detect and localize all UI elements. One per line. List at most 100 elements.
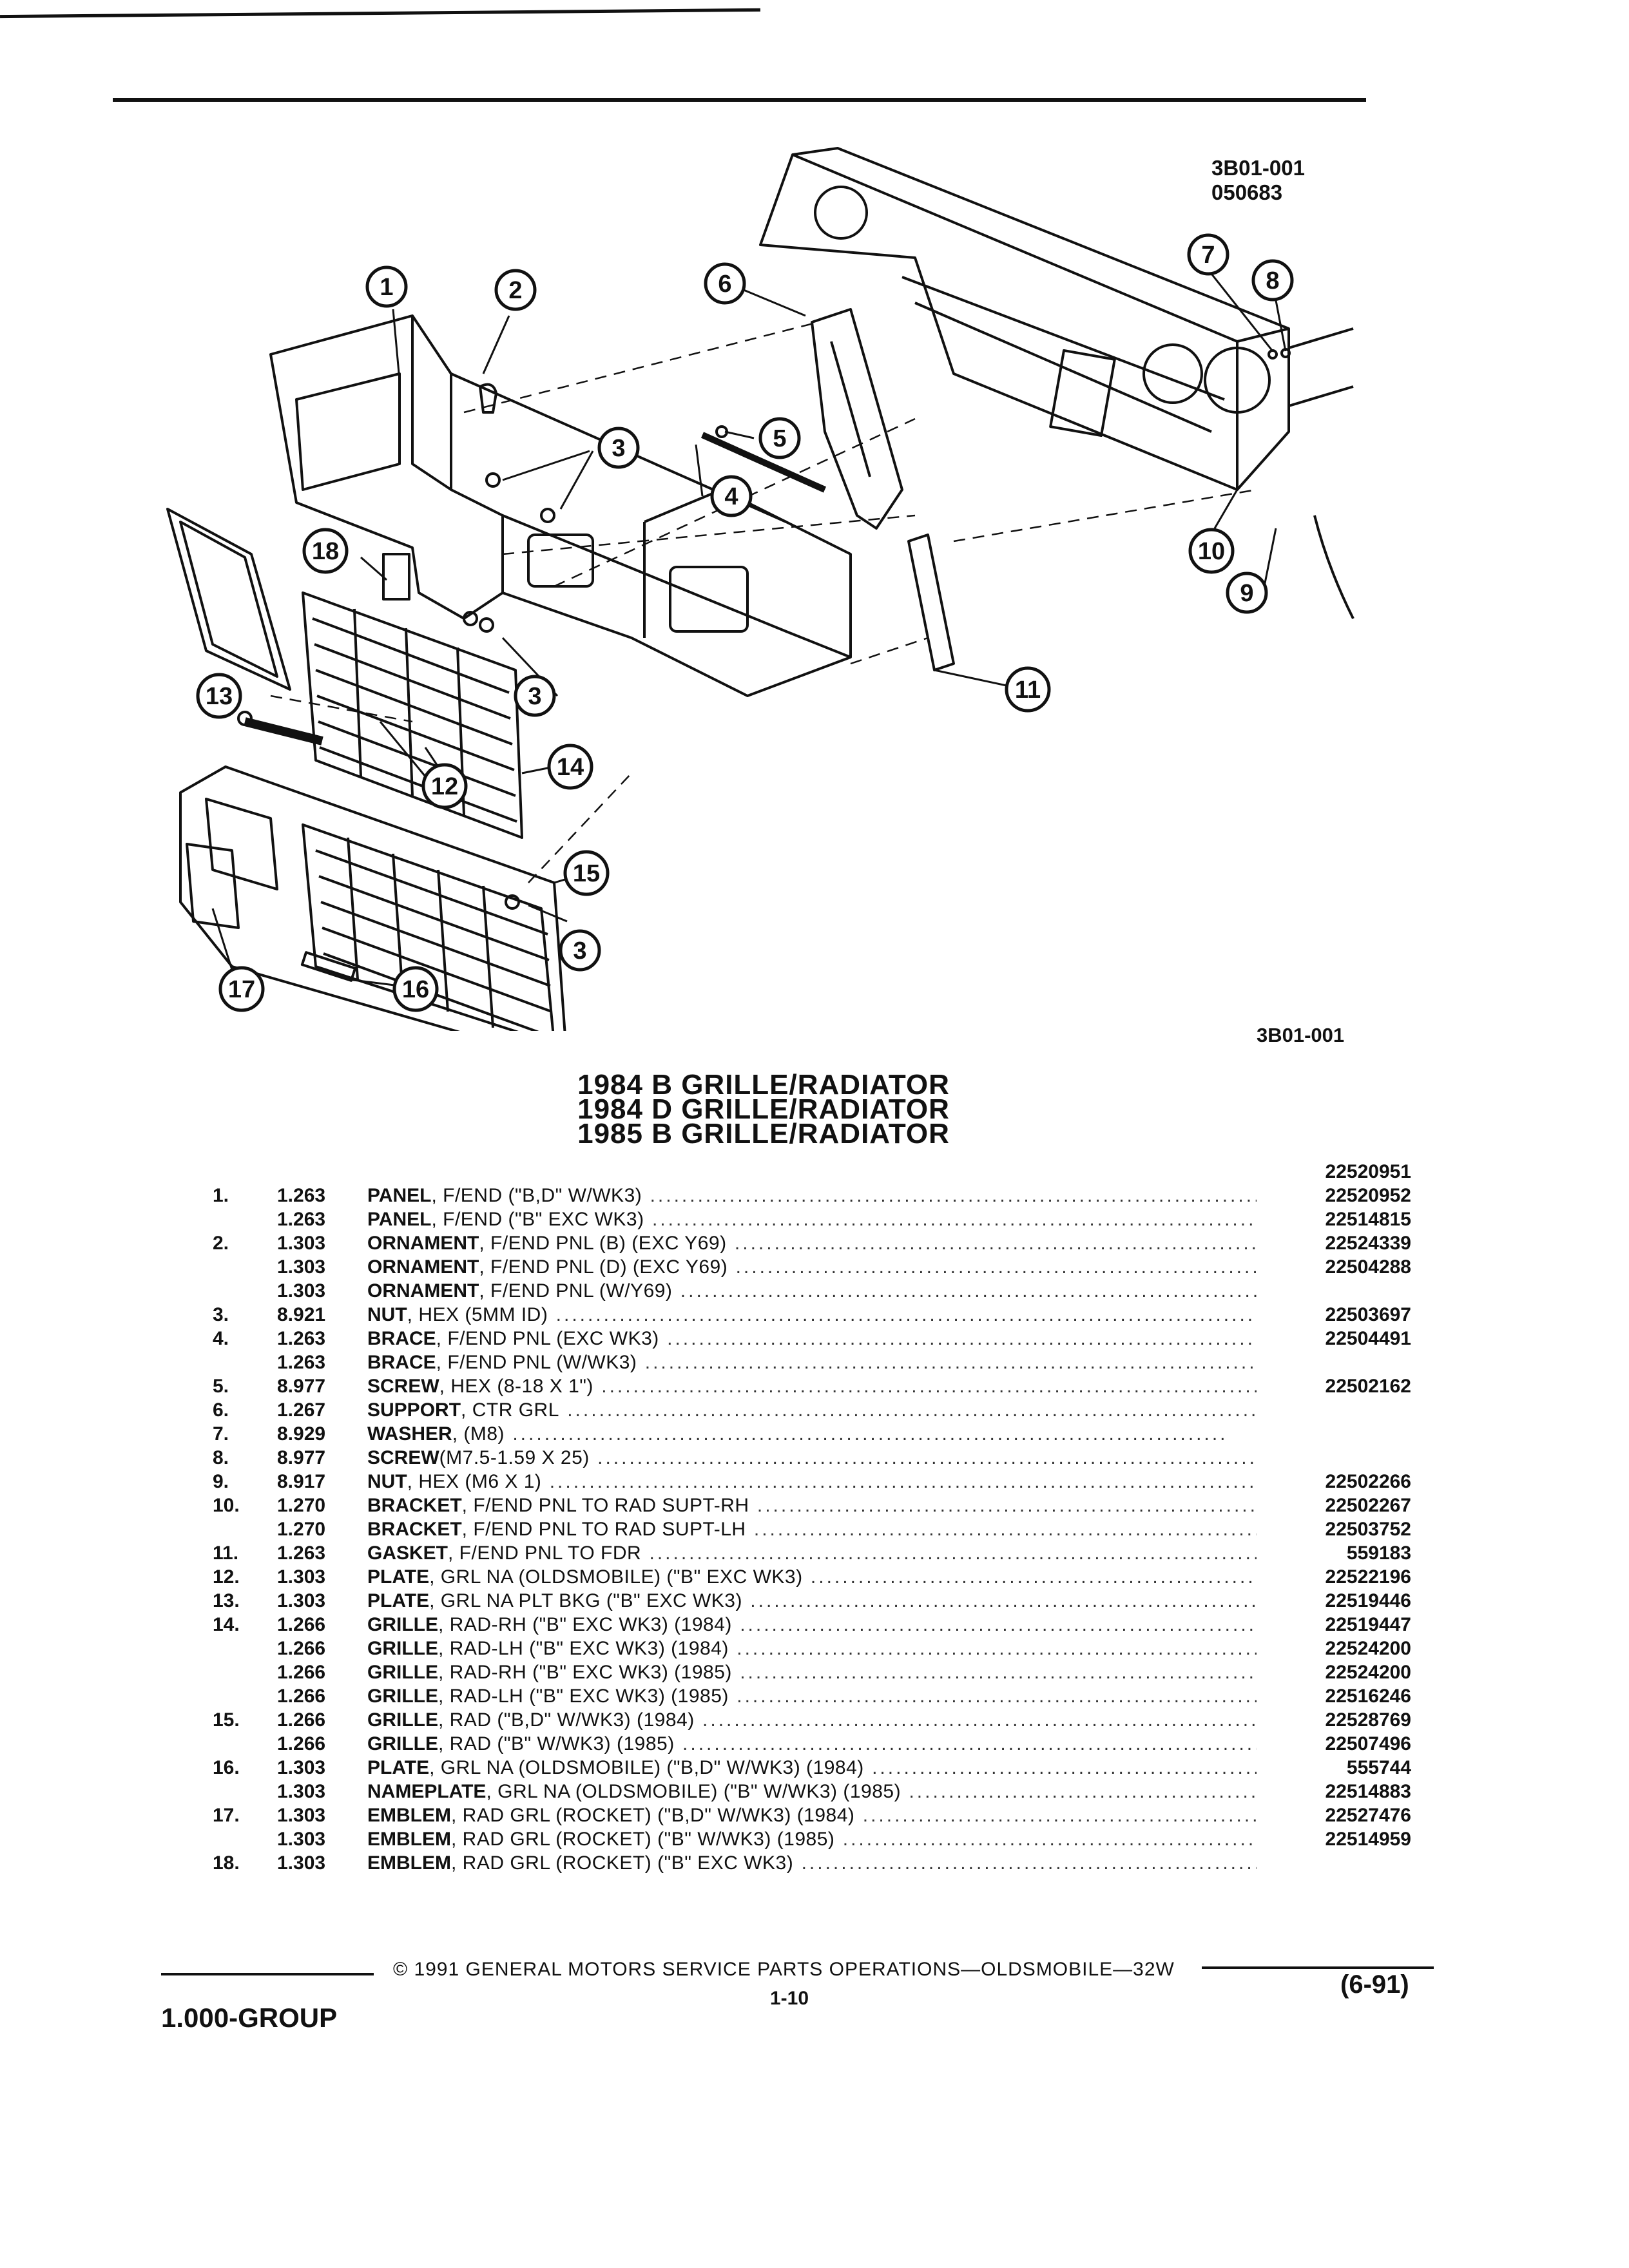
part-detail: (M7.5-1.59 X 25)	[439, 1447, 590, 1468]
leader-dots: ........................................…	[753, 1519, 1257, 1540]
leader-dots: ........................................…	[649, 1542, 1257, 1564]
group-number: 1.266	[277, 1662, 326, 1683]
ref-number: 4.	[213, 1328, 229, 1349]
part-detail: , RAD GRL (ROCKET) ("B,D" W/WK3) (1984)	[451, 1805, 855, 1826]
part-number: 22503752	[1325, 1519, 1411, 1540]
group-number: 8.921	[277, 1304, 326, 1325]
callout-6: 6	[704, 262, 746, 305]
callout-7: 7	[1187, 233, 1229, 276]
part-number: 22516246	[1325, 1686, 1411, 1707]
part-number: 22524200	[1325, 1638, 1411, 1659]
part-detail: , F/END PNL (D) (EXC Y69)	[479, 1256, 728, 1278]
callout-11: 11	[1005, 666, 1051, 713]
part-number: 22524200	[1325, 1662, 1411, 1683]
copyright-line: © 1991 GENERAL MOTORS SERVICE PARTS OPER…	[393, 1959, 1175, 1980]
part-description: GRILLE, RAD-LH ("B" EXC WK3) (1985) ....…	[367, 1684, 1257, 1708]
callout-12-label: 12	[431, 773, 458, 800]
group-number: 1.303	[277, 1280, 326, 1302]
part-detail: , F/END PNL TO RAD SUPT-LH	[461, 1519, 746, 1540]
group-number: 1.266	[277, 1614, 326, 1635]
group-number: 1.303	[277, 1566, 326, 1588]
part-number: 22502267	[1325, 1495, 1411, 1516]
callout-13-label: 13	[206, 683, 233, 710]
part-number: 559183	[1346, 1542, 1411, 1564]
leader-dots: ........................................…	[541, 1471, 1257, 1492]
part-detail: , RAD GRL (ROCKET) ("B" W/WK3) (1985)	[451, 1829, 835, 1850]
leader-dots: ........................................…	[750, 1590, 1257, 1611]
part-name: GRILLE	[367, 1614, 438, 1635]
part-name: GRILLE	[367, 1709, 438, 1731]
emblem-drawing	[382, 553, 410, 601]
leader-dots: ........................................…	[740, 1614, 1257, 1635]
part-number: 22520952	[1325, 1185, 1411, 1206]
part-description: PLATE, GRL NA PLT BKG ("B" EXC WK3) ....…	[367, 1589, 1257, 1613]
part-detail: , GRL NA (OLDSMOBILE) ("B" EXC WK3)	[429, 1566, 803, 1588]
leader-dots: ........................................…	[810, 1566, 1257, 1588]
part-description: PANEL, F/END ("B" EXC WK3) .............…	[367, 1207, 1257, 1231]
callout-8: 8	[1251, 259, 1294, 302]
title-line-1: 1984 B GRILLE/RADIATOR	[577, 1069, 950, 1100]
part-description: BRACKET, F/END PNL TO RAD SUPT-LH ......…	[367, 1517, 1257, 1541]
part-name: EMBLEM	[367, 1829, 451, 1850]
ref-number: 1.	[213, 1185, 229, 1206]
part-description: GRILLE, RAD-LH ("B" EXC WK3) (1984) ....…	[367, 1637, 1257, 1660]
part-name: GRILLE	[367, 1662, 438, 1683]
radiator-support-drawing	[759, 147, 1354, 619]
part-name: ORNAMENT	[367, 1256, 479, 1278]
part-description: PLATE, GRL NA (OLDSMOBILE) ("B" EXC WK3)…	[367, 1565, 1257, 1589]
part-name: BRACE	[367, 1352, 436, 1373]
leader-dots: ........................................…	[644, 1352, 1257, 1373]
part-name: GRILLE	[367, 1686, 438, 1707]
part-name: PANEL	[367, 1185, 432, 1206]
group-number: 1.263	[277, 1185, 326, 1206]
callout-14-label: 14	[557, 754, 584, 781]
part-description: WASHER, (M8) ...........................…	[367, 1422, 1257, 1446]
callout-8-label: 8	[1266, 267, 1279, 294]
part-description: EMBLEM, RAD GRL (ROCKET) ("B" EXC WK3) .…	[367, 1851, 1257, 1875]
part-description: BRACE, F/END PNL (EXC WK3) .............…	[367, 1327, 1257, 1350]
part-detail: , (M8)	[452, 1423, 505, 1445]
part-detail: , F/END PNL TO FDR	[448, 1542, 642, 1564]
group-number: 1.266	[277, 1733, 326, 1754]
part-description: GRILLE, RAD-RH ("B" EXC WK3) (1985) ....…	[367, 1660, 1257, 1684]
part-detail: , HEX (8-18 X 1")	[439, 1376, 593, 1397]
part-name: GRILLE	[367, 1733, 438, 1754]
title-line-3: 1985 B GRILLE/RADIATOR	[577, 1118, 950, 1149]
callout-4: 4	[710, 475, 753, 517]
group-number: 1.303	[277, 1757, 326, 1778]
part-name: ORNAMENT	[367, 1280, 479, 1302]
group-number: 1.263	[277, 1352, 326, 1373]
headlamp-bezel-drawing	[166, 508, 291, 691]
part-detail: , GRL NA PLT BKG ("B" EXC WK3)	[429, 1590, 742, 1611]
center-support-drawing	[811, 308, 903, 530]
part-description: GASKET, F/END PNL TO FDR ...............…	[367, 1541, 1257, 1565]
ref-number: 12.	[213, 1566, 240, 1588]
callout-3a: 3	[597, 427, 640, 469]
ref-number: 7.	[213, 1423, 229, 1445]
part-number: 555744	[1346, 1757, 1411, 1778]
table-row: 1.266 GRILLE, RAD-RH ("B" EXC WK3) (1985)…	[213, 1660, 1411, 1684]
leader-dots: ........................................…	[702, 1709, 1257, 1731]
leader-dots: ........................................…	[740, 1662, 1257, 1683]
part-name: WASHER	[367, 1423, 452, 1445]
footer-rule-right	[1202, 1966, 1434, 1969]
callout-3b-label: 3	[528, 683, 541, 710]
callout-11-label: 11	[1015, 677, 1041, 704]
nut-drawing	[485, 472, 501, 488]
ref-number: 16.	[213, 1757, 240, 1778]
ref-number: 8.	[213, 1447, 229, 1468]
group-number: 1.303	[277, 1590, 326, 1611]
callout-15: 15	[563, 850, 610, 896]
part-description: GRILLE, RAD-RH ("B" EXC WK3) (1984) ....…	[367, 1613, 1257, 1637]
part-detail: , F/END PNL TO RAD SUPT-RH	[461, 1495, 749, 1516]
